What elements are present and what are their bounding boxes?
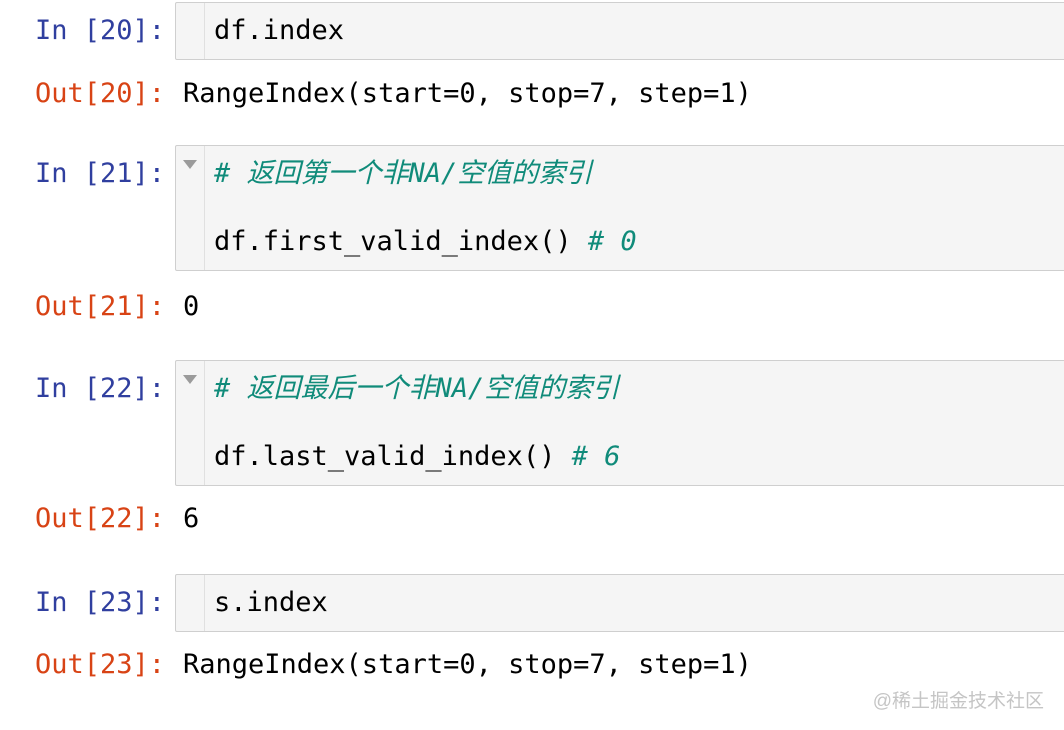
cell-input: df.index [175,2,1064,60]
code-text: s.index [214,587,328,618]
code-editor[interactable]: # 返回第一个非NA/空值的索引 df.first_valid_index() … [205,146,1064,270]
comment-text: # 返回最后一个非NA/空值的索引 [214,373,620,404]
cell-gutter [176,575,205,631]
input-prompt: In [21]: [34,158,165,189]
code-editor[interactable]: s.index [205,575,1064,631]
comment-text: # 返回第一个非NA/空值的索引 [214,158,593,189]
fold-arrow-icon[interactable] [183,160,197,169]
output-text: RangeIndex(start=0, stop=7, step=1) [183,649,752,680]
output-prompt: Out[23]: [34,649,165,680]
code-cell: In [23]: s.index [0,574,1064,632]
fold-arrow-icon[interactable] [183,375,197,384]
watermark: @稀土掘金技术社区 [872,691,1044,712]
cell-gutter [176,361,205,485]
notebook: In [20]: df.index Out[20]: RangeIndex(st… [0,2,1064,682]
code-editor[interactable]: # 返回最后一个非NA/空值的索引 df.last_valid_index() … [205,361,1064,485]
code-cell: In [21]: # 返回第一个非NA/空值的索引 df.first_valid… [0,145,1064,271]
output-text: RangeIndex(start=0, stop=7, step=1) [183,78,752,109]
code-text: df.first_valid_index() [214,226,588,257]
code-line: df.last_valid_index() # 6 [214,440,1055,474]
cell-input: s.index [175,574,1064,632]
input-prompt: In [23]: [34,587,165,618]
cell-gutter [176,146,205,270]
code-line-blank [214,406,1055,440]
code-cell: In [22]: # 返回最后一个非NA/空值的索引 df.last_valid… [0,360,1064,486]
code-line: df.index [214,14,1055,48]
output-area: Out[23]: RangeIndex(start=0, stop=7, ste… [0,648,1064,682]
code-line: # 返回第一个非NA/空值的索引 [214,157,1055,191]
output-text: 0 [183,291,200,322]
inline-comment-text: # 0 [587,226,637,257]
output-area: Out[22]: 6 [0,502,1064,536]
output-area: Out[20]: RangeIndex(start=0, stop=7, ste… [0,77,1064,111]
cell-gutter [176,3,205,59]
output-text: 6 [183,503,200,534]
input-prompt: In [20]: [34,15,165,46]
code-line: df.first_valid_index() # 0 [214,225,1055,259]
output-area: Out[21]: 0 [0,290,1064,324]
code-cell: In [20]: df.index [0,2,1064,60]
code-line: s.index [214,586,1055,620]
output-prompt: Out[20]: [34,78,165,109]
output-prompt: Out[21]: [34,291,165,322]
output-prompt: Out[22]: [34,503,165,534]
code-text: df.index [214,15,345,46]
code-line-blank [214,191,1055,225]
inline-comment-text: # 6 [571,441,621,472]
code-editor[interactable]: df.index [205,3,1064,59]
input-prompt: In [22]: [34,373,165,404]
cell-input: # 返回第一个非NA/空值的索引 df.first_valid_index() … [175,145,1064,271]
code-text: df.last_valid_index() [214,441,572,472]
code-line: # 返回最后一个非NA/空值的索引 [214,372,1055,406]
cell-input: # 返回最后一个非NA/空值的索引 df.last_valid_index() … [175,360,1064,486]
